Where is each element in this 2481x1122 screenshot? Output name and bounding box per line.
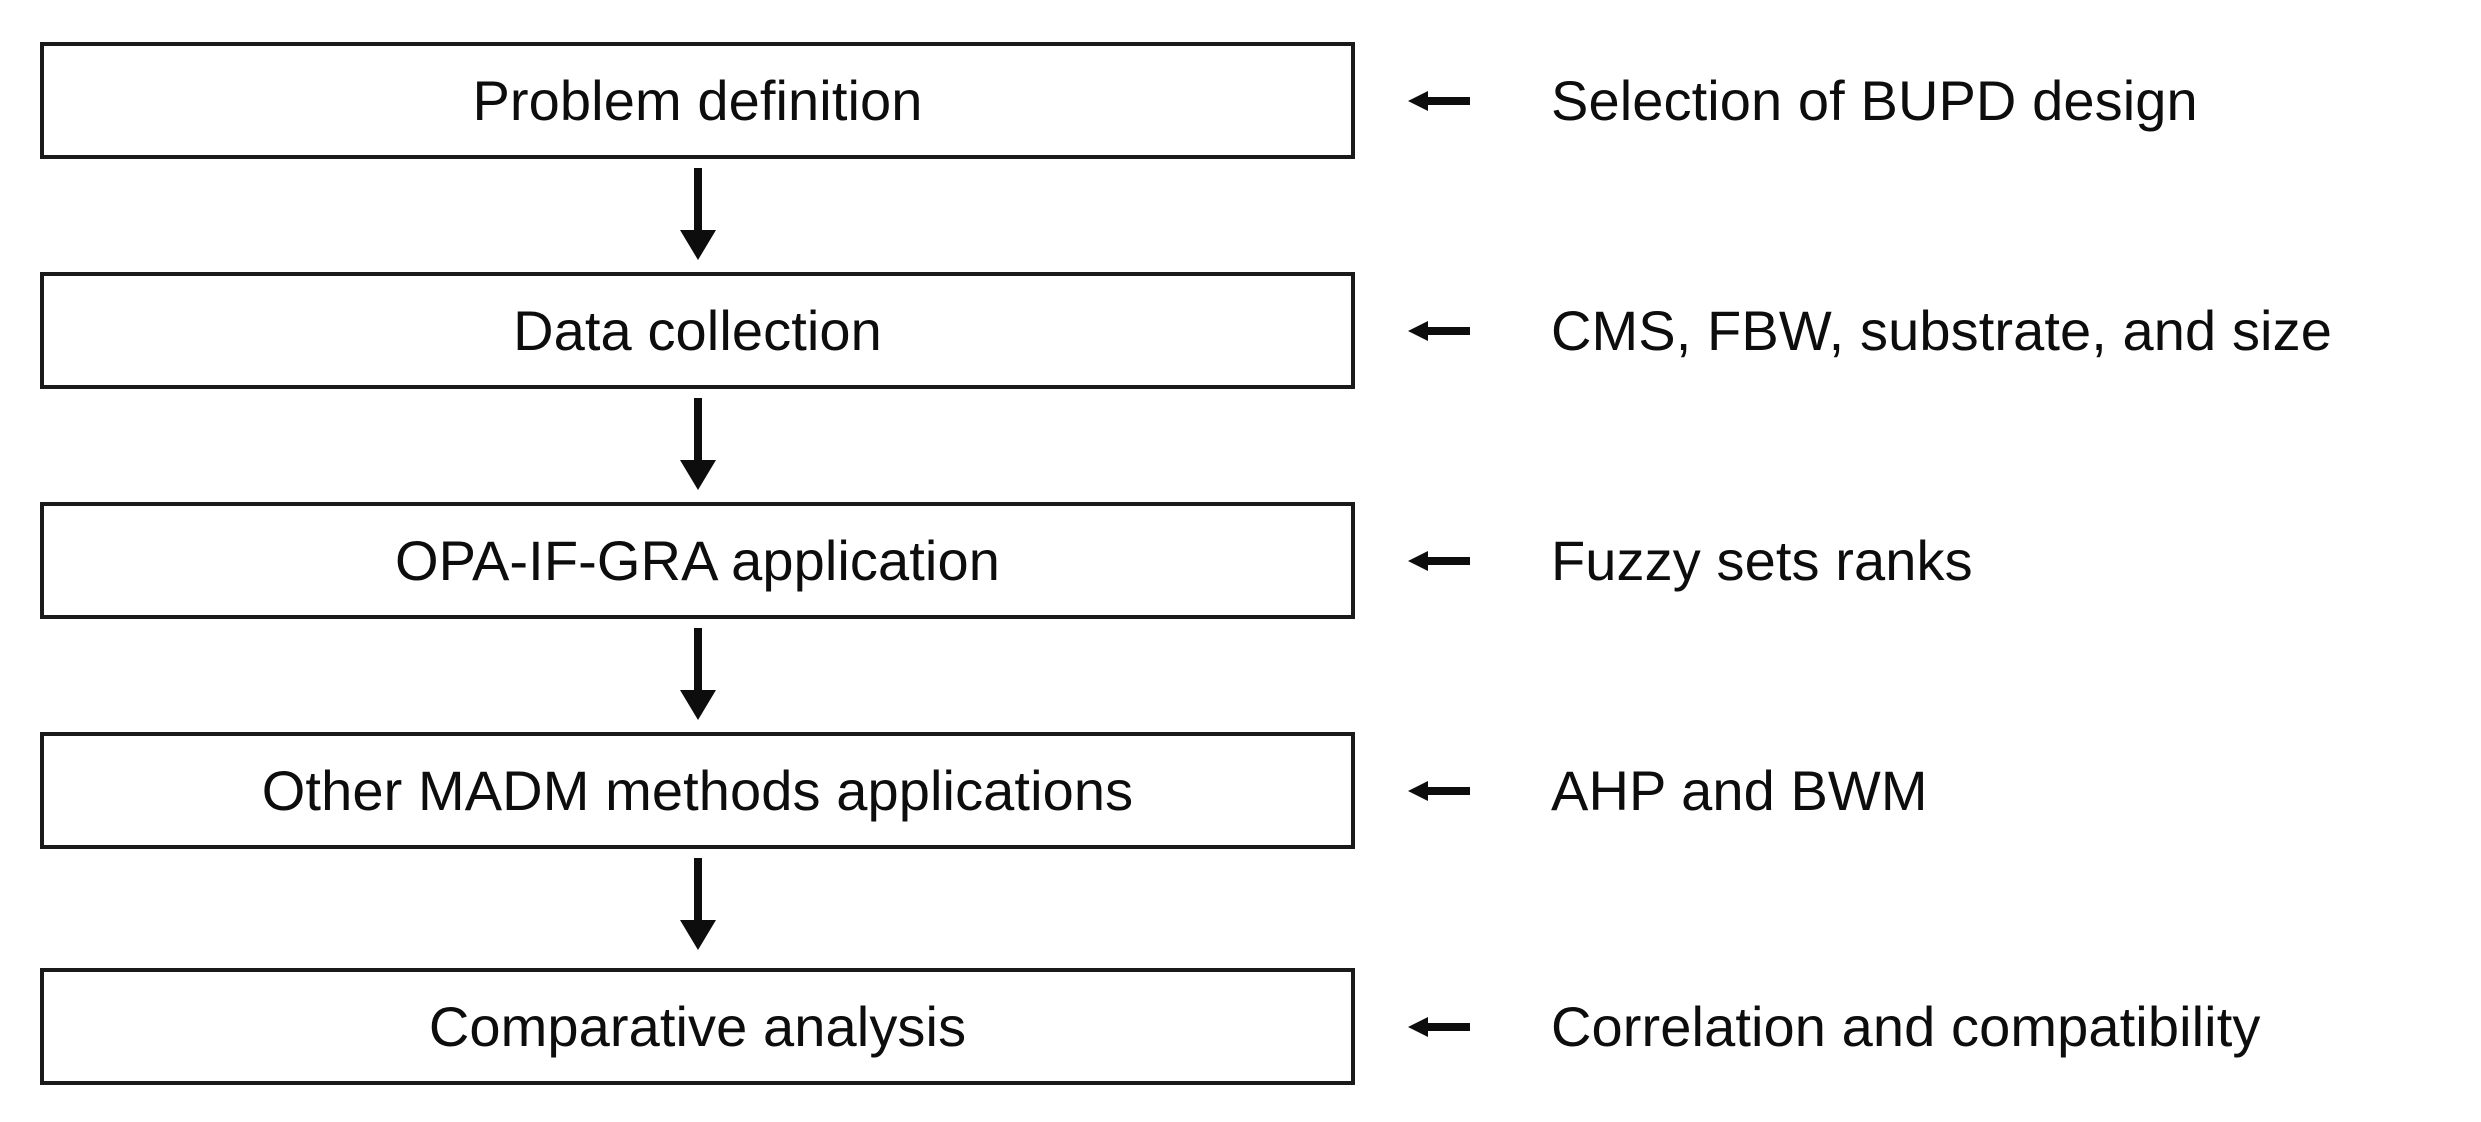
step-box-other-madm-methods-applications[interactable]: Other MADM methods applications — [40, 732, 1355, 849]
step-note: CMS, FBW, substrate, and size — [1551, 298, 2332, 362]
step-box-problem-definition[interactable]: Problem definition — [40, 42, 1355, 159]
flow-row: Comparative analysis Correlation and com… — [0, 968, 2481, 1085]
flow-row: Problem definition Selection of BUPD des… — [0, 42, 2481, 159]
left-arrow-icon — [1402, 502, 1482, 619]
flow-row: Data collection CMS, FBW, substrate, and… — [0, 272, 2481, 389]
step-label: OPA-IF-GRA application — [395, 528, 1000, 592]
step-label: Other MADM methods applications — [261, 758, 1134, 822]
flow-row: Other MADM methods applications AHP and … — [0, 732, 2481, 849]
step-label: Comparative analysis — [428, 994, 967, 1058]
flow-row: OPA-IF-GRA application Fuzzy sets ranks — [0, 502, 2481, 619]
left-arrow-icon — [1402, 272, 1482, 389]
step-note: AHP and BWM — [1551, 758, 1928, 822]
step-box-opa-if-gra-application[interactable]: OPA-IF-GRA application — [40, 502, 1355, 619]
down-arrow-icon — [663, 159, 733, 272]
step-note: Correlation and compatibility — [1551, 994, 2261, 1058]
step-box-data-collection[interactable]: Data collection — [40, 272, 1355, 389]
step-note: Selection of BUPD design — [1551, 68, 2198, 132]
left-arrow-icon — [1402, 42, 1482, 159]
step-label: Problem definition — [472, 68, 923, 132]
step-box-comparative-analysis[interactable]: Comparative analysis — [40, 968, 1355, 1085]
down-arrow-icon — [663, 389, 733, 502]
down-arrow-icon — [663, 619, 733, 732]
left-arrow-icon — [1402, 732, 1482, 849]
step-label: Data collection — [513, 298, 882, 362]
left-arrow-icon — [1402, 968, 1482, 1085]
down-arrow-icon — [663, 849, 733, 962]
step-note: Fuzzy sets ranks — [1551, 528, 1973, 592]
